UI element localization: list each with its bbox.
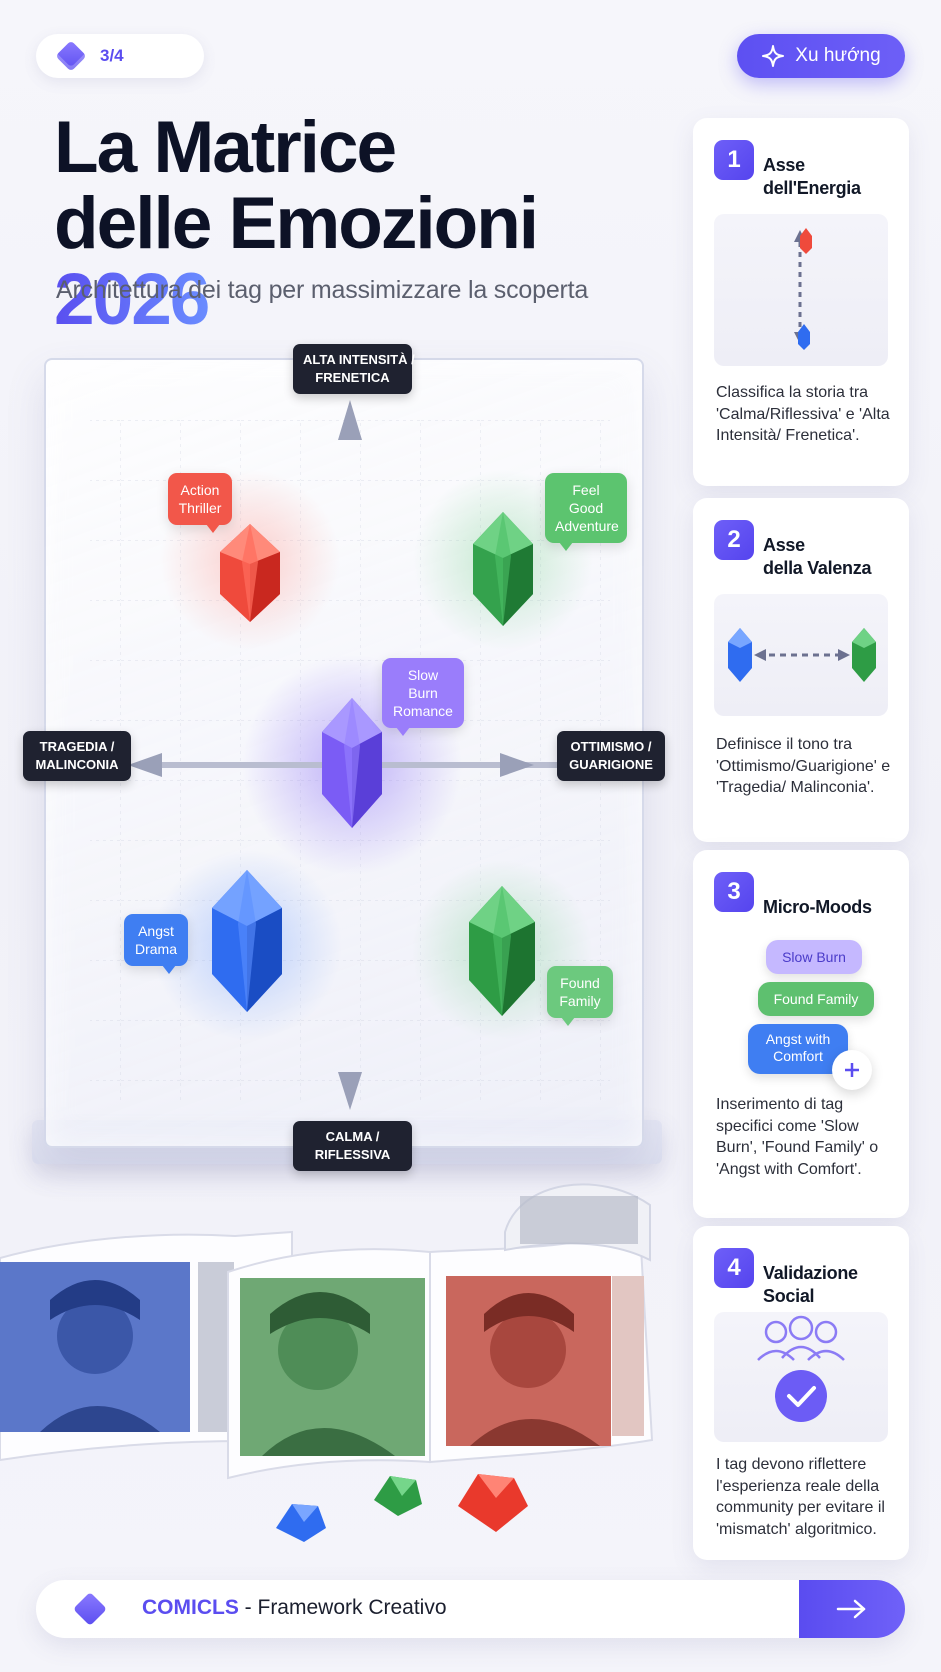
footer-bar: COMICLS - Framework Creativo — [36, 1580, 905, 1638]
axis-label-left-line2: MALINCONIA — [35, 757, 119, 772]
card-4-number: 4 — [714, 1248, 754, 1288]
axis-arrow-right — [500, 753, 534, 777]
card-3-title: Micro-Moods — [763, 896, 903, 919]
tag-slow-burn-line1: Slow Burn — [407, 667, 439, 701]
card-energy-axis: 1 Asse dell'Energia Classifica la storia… — [693, 118, 909, 486]
arrow-right-icon — [836, 1599, 866, 1619]
card-1-description: Classifica la storia tra 'Calma/Riflessi… — [716, 384, 890, 444]
tag-action-thriller: Action Thriller — [168, 473, 232, 533]
chip-angst-with-comfort: Angst with Comfort — [748, 1024, 848, 1074]
tag-found-family-line2: Family — [559, 993, 601, 1009]
users-icon — [757, 1315, 845, 1422]
page-subtitle: Architettura dei tag per massimizzare la… — [56, 276, 589, 304]
card-4-title-line2: Social — [763, 1286, 815, 1306]
comic-strip-illustration — [0, 1183, 654, 1480]
axis-label-left-line1: TRAGEDIA / — [39, 739, 115, 754]
card-1-visual — [714, 214, 888, 366]
axis-label-top-line1: ALTA INTENSITÀ / — [303, 352, 415, 367]
comicls-logo-icon — [73, 1592, 107, 1626]
footer-tagline: - Framework Creativo — [238, 1596, 447, 1619]
tag-found-family: Found Family — [547, 966, 613, 1026]
chip-slow-burn: Slow Burn — [766, 940, 862, 974]
axis-label-left: TRAGEDIA / MALINCONIA — [23, 731, 131, 781]
footer-text: COMICLS - Framework Creativo — [142, 1596, 447, 1620]
axis-label-top: ALTA INTENSITÀ / FRENETICA — [293, 344, 415, 394]
tag-angst-drama: Angst Drama — [124, 914, 188, 974]
tag-slow-burn-romance: Slow Burn Romance — [382, 658, 464, 736]
card-2-title: Asse della Valenza — [763, 534, 903, 580]
card-1-title-line2: dell'Energia — [763, 178, 861, 198]
card-social-validation: 4 Validazione Social I tag devono riflet… — [693, 1226, 909, 1560]
tag-action-thriller-line1: Action — [180, 482, 220, 498]
card-3-title-line1: Micro-Moods — [763, 897, 872, 917]
small-gem-green — [374, 1476, 422, 1516]
card-3-description: Inserimento di tag specifici come 'Slow … — [716, 1096, 879, 1178]
axis-arrow-left — [128, 753, 162, 777]
small-gem-red — [458, 1474, 528, 1532]
tag-feel-good-line1: Feel Good — [568, 482, 604, 516]
axis-label-right: OTTIMISMO / GUARIGIONE — [557, 731, 665, 781]
card-4-title-line1: Validazione — [763, 1263, 858, 1283]
tag-feel-good-line2: Adventure — [555, 518, 619, 534]
tag-slow-burn-line2: Romance — [393, 703, 453, 719]
card-1-title: Asse dell'Energia — [763, 154, 903, 200]
tag-angst-drama-line1: Angst — [138, 923, 174, 939]
axis-arrow-bottom — [338, 1072, 362, 1110]
small-gem-blue — [276, 1504, 326, 1542]
card-2-title-line2: della Valenza — [763, 558, 872, 578]
horizontal-valence-axis-icon — [728, 628, 876, 682]
tag-angst-drama-line2: Drama — [134, 941, 177, 957]
crystal-green-bottom — [469, 886, 535, 1016]
card-2-title-line1: Asse — [763, 535, 805, 555]
chip-angst-with-comfort-label: Angst with Comfort — [765, 1031, 831, 1064]
crystal-red — [220, 524, 280, 622]
sparkle-icon — [762, 45, 785, 67]
card-3-visual: Slow Burn Found Family Angst with Comfor… — [714, 928, 888, 1096]
tag-feel-good-adventure: Feel Good Adventure — [545, 473, 627, 551]
axis-label-top-line2: FRENETICA — [315, 370, 390, 385]
trend-button[interactable]: Xu hướng — [737, 34, 905, 78]
card-4-visual — [714, 1312, 888, 1442]
axis-label-bottom: CALMA / RIFLESSIVA — [293, 1121, 412, 1171]
title-line-2-text: delle Emozioni — [54, 183, 539, 264]
chip-found-family: Found Family — [758, 982, 874, 1016]
add-tag-button[interactable] — [832, 1050, 872, 1090]
card-3-number: 3 — [714, 872, 754, 912]
axis-label-bottom-line1: CALMA / — [325, 1129, 380, 1144]
title-line-2: delle Emozioni 2026 — [54, 186, 694, 338]
card-1-number: 1 — [714, 140, 754, 180]
card-2-number: 2 — [714, 520, 754, 560]
axis-label-right-line2: GUARIGIONE — [569, 757, 653, 772]
next-button[interactable] — [799, 1580, 905, 1638]
tag-found-family-line1: Found — [560, 975, 600, 991]
trend-button-label: Xu hướng — [795, 45, 881, 66]
crystal-purple — [322, 698, 382, 828]
title-line-1: La Matrice — [54, 107, 397, 188]
card-valence-axis: 2 Asse della Valenza Definisce il tono t… — [693, 498, 909, 842]
page-indicator: 3/4 — [36, 34, 204, 78]
vertical-energy-axis-icon — [794, 228, 812, 350]
card-2-visual — [714, 594, 888, 716]
title-year: 2026 — [54, 259, 210, 340]
card-4-description: I tag devono riflettere l'esperienza rea… — [716, 1456, 885, 1538]
plus-icon — [845, 1063, 859, 1077]
tag-action-thriller-line2: Thriller — [178, 500, 222, 516]
axis-arrow-top — [338, 400, 362, 440]
card-4-title: Validazione Social — [763, 1262, 903, 1308]
check-icon — [787, 1386, 816, 1407]
axis-label-right-line1: OTTIMISMO / — [570, 739, 652, 754]
axis-label-bottom-line2: RIFLESSIVA — [314, 1147, 391, 1162]
card-2-description: Definisce il tono tra 'Ottimismo/Guarigi… — [716, 736, 891, 796]
crystal-green-top — [473, 512, 533, 626]
card-micro-moods: 3 Micro-Moods Slow Burn Found Family Ang… — [693, 850, 909, 1218]
crystal-blue — [212, 870, 282, 1012]
page-number: 3/4 — [100, 46, 124, 65]
page-title: La Matrice delle Emozioni 2026 — [54, 110, 694, 338]
card-1-title-line1: Asse — [763, 155, 805, 175]
footer-brand: COMICLS — [142, 1596, 239, 1619]
